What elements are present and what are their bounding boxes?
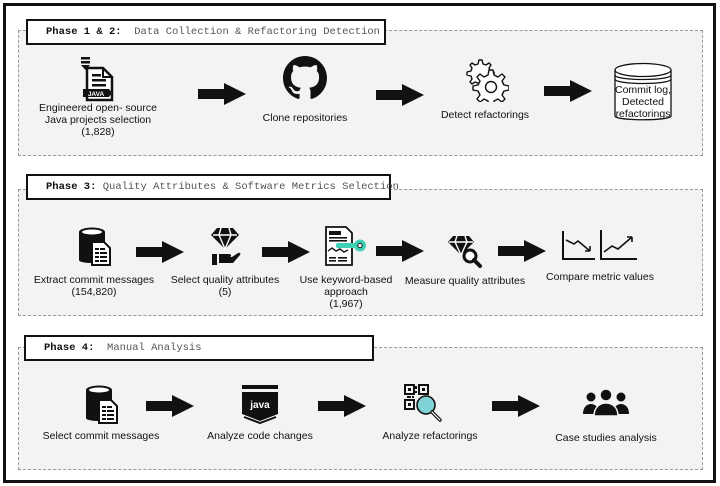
database-cylinder-icon (614, 62, 672, 121)
phase-number: Phase 1 & 2: (46, 26, 122, 38)
flow-arrow (544, 80, 592, 102)
phase-title: Data Collection & Refactoring Detection (121, 26, 380, 38)
step-label: Detected (621, 96, 665, 108)
diamond-search-icon (448, 235, 482, 268)
step-label: Detect refactorings (440, 109, 530, 121)
step-analyze-code-changes: java Analyze code changes (200, 384, 320, 442)
flow-arrow (262, 241, 310, 263)
step-label: Engineered open- source (39, 102, 157, 114)
document-key-icon (325, 226, 366, 266)
database-document-icon (86, 385, 118, 424)
step-label: Java projects selection (44, 114, 152, 126)
phase-number: Phase 3: (46, 181, 97, 193)
phase-title: Manual Analysis (94, 342, 202, 354)
step-label: approach (324, 286, 368, 298)
step-count: (5) (218, 286, 232, 298)
people-group-icon (583, 388, 629, 417)
flow-arrow (376, 240, 424, 262)
qr-magnifier-icon (404, 384, 442, 422)
flow-arrow (136, 241, 184, 263)
java-badge-icon: java (242, 385, 278, 424)
phase-3-header: Phase 3: Quality Attributes & Software M… (26, 174, 399, 200)
step-count: (154,820) (71, 286, 117, 298)
step-label: Compare metric values (546, 271, 654, 283)
diamond-hand-icon (211, 227, 241, 265)
phase-number: Phase 4: (44, 342, 95, 354)
gears-icon (466, 59, 509, 102)
flow-arrow (498, 240, 546, 262)
step-clone-repositories: Clone repositories (240, 56, 370, 124)
phase-4-header: Phase 4: Manual Analysis (24, 335, 374, 361)
flow-arrow (318, 395, 366, 417)
phase-1-2-header: Phase 1 & 2: Data Collection & Refactori… (26, 19, 386, 45)
step-keyword-approach: Use keyword-based approach (1,967) (294, 226, 398, 310)
step-label: refactorings (615, 108, 671, 120)
step-case-studies-analysis: Case studies analysis (546, 388, 666, 444)
flow-arrow (376, 84, 424, 106)
step-extract-commit-messages: Extract commit messages (154,820) (30, 226, 158, 298)
step-label: Analyze code changes (207, 430, 313, 442)
java-file-download-icon: JAVA (81, 57, 114, 102)
step-label: Clone repositories (262, 112, 348, 124)
step-detect-refactorings: Detect refactorings (420, 58, 550, 121)
flow-arrow (198, 83, 246, 105)
step-label: Extract commit messages (33, 274, 155, 286)
step-label: Select quality attributes (170, 274, 280, 286)
step-label: Case studies analysis (555, 432, 657, 444)
step-measure-quality-attributes: Measure quality attributes (400, 234, 530, 287)
step-commit-log-store: Commit log, Detected refactorings (612, 60, 674, 126)
step-select-commit-messages: Select commit messages (36, 384, 166, 442)
step-compare-metric-values: Compare metric values (546, 230, 654, 283)
step-label: Commit log, (614, 84, 671, 96)
phase-3-panel (18, 189, 703, 316)
step-label: Select commit messages (42, 430, 160, 442)
phase-1-2-panel (18, 30, 703, 156)
flow-arrow (492, 395, 540, 417)
step-label: Use keyword-based (299, 274, 393, 286)
database-document-icon (79, 227, 111, 266)
step-label: Analyze refactorings (382, 430, 478, 442)
trend-charts-icon (562, 230, 637, 260)
step-count: (1,967) (329, 298, 363, 310)
github-icon (283, 56, 327, 99)
step-label: Measure quality attributes (404, 275, 526, 287)
step-select-projects: JAVA Engineered open- source Java projec… (28, 56, 168, 138)
svg-text:JAVA: JAVA (88, 91, 105, 98)
step-select-quality-attributes: Select quality attributes (5) (166, 226, 284, 298)
phase-title: Quality Attributes & Software Metrics Se… (96, 181, 399, 193)
step-count: (1,828) (81, 126, 115, 138)
flow-arrow (146, 395, 194, 417)
step-analyze-refactorings: Analyze refactorings (370, 384, 490, 442)
svg-text:java: java (249, 400, 270, 411)
